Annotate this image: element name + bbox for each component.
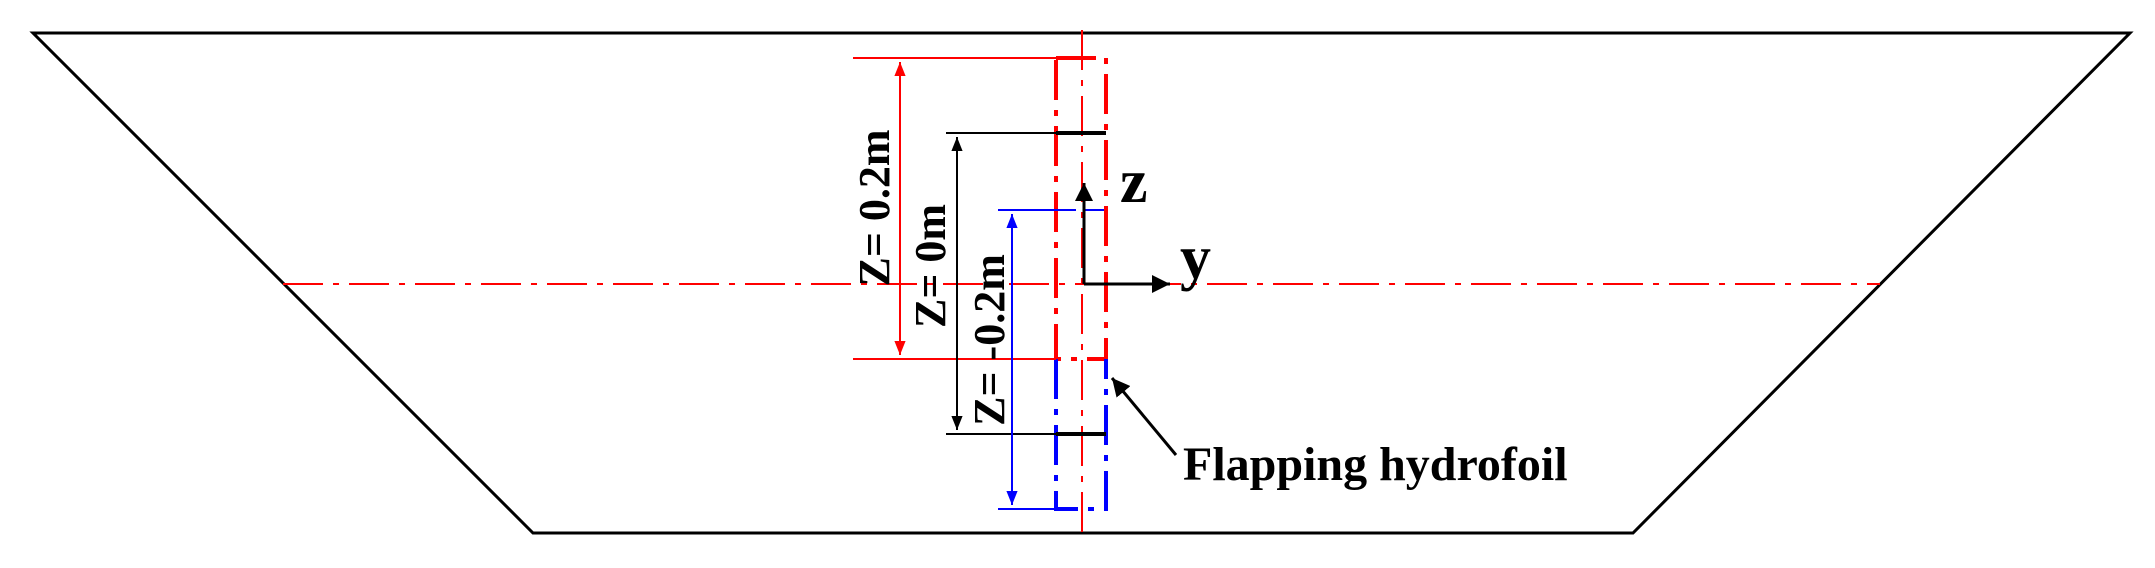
hydrofoil-callout: Flapping hydrofoil [1110,377,1568,491]
dimension-label-z-zero: Z= 0m [906,204,955,328]
hydrofoil-upper-position [1054,56,1108,361]
dimension-z-negative: Z= -0.2m [965,209,1056,510]
channel-outline [29,31,2134,535]
dimension-label-z-positive: Z= 0.2m [850,129,899,286]
z-axis-label: z [1120,148,1148,216]
dimension-z-zero: Z= 0m [906,132,1056,435]
callout-label: Flapping hydrofoil [1183,438,1568,491]
coordinate-axes: z y [1075,148,1211,293]
dimension-label-z-negative: Z= -0.2m [965,254,1014,426]
callout-leader-arrow [1110,377,1178,456]
y-axis-label: y [1180,224,1211,292]
dimension-z-positive: Z= 0.2m [850,57,1056,360]
